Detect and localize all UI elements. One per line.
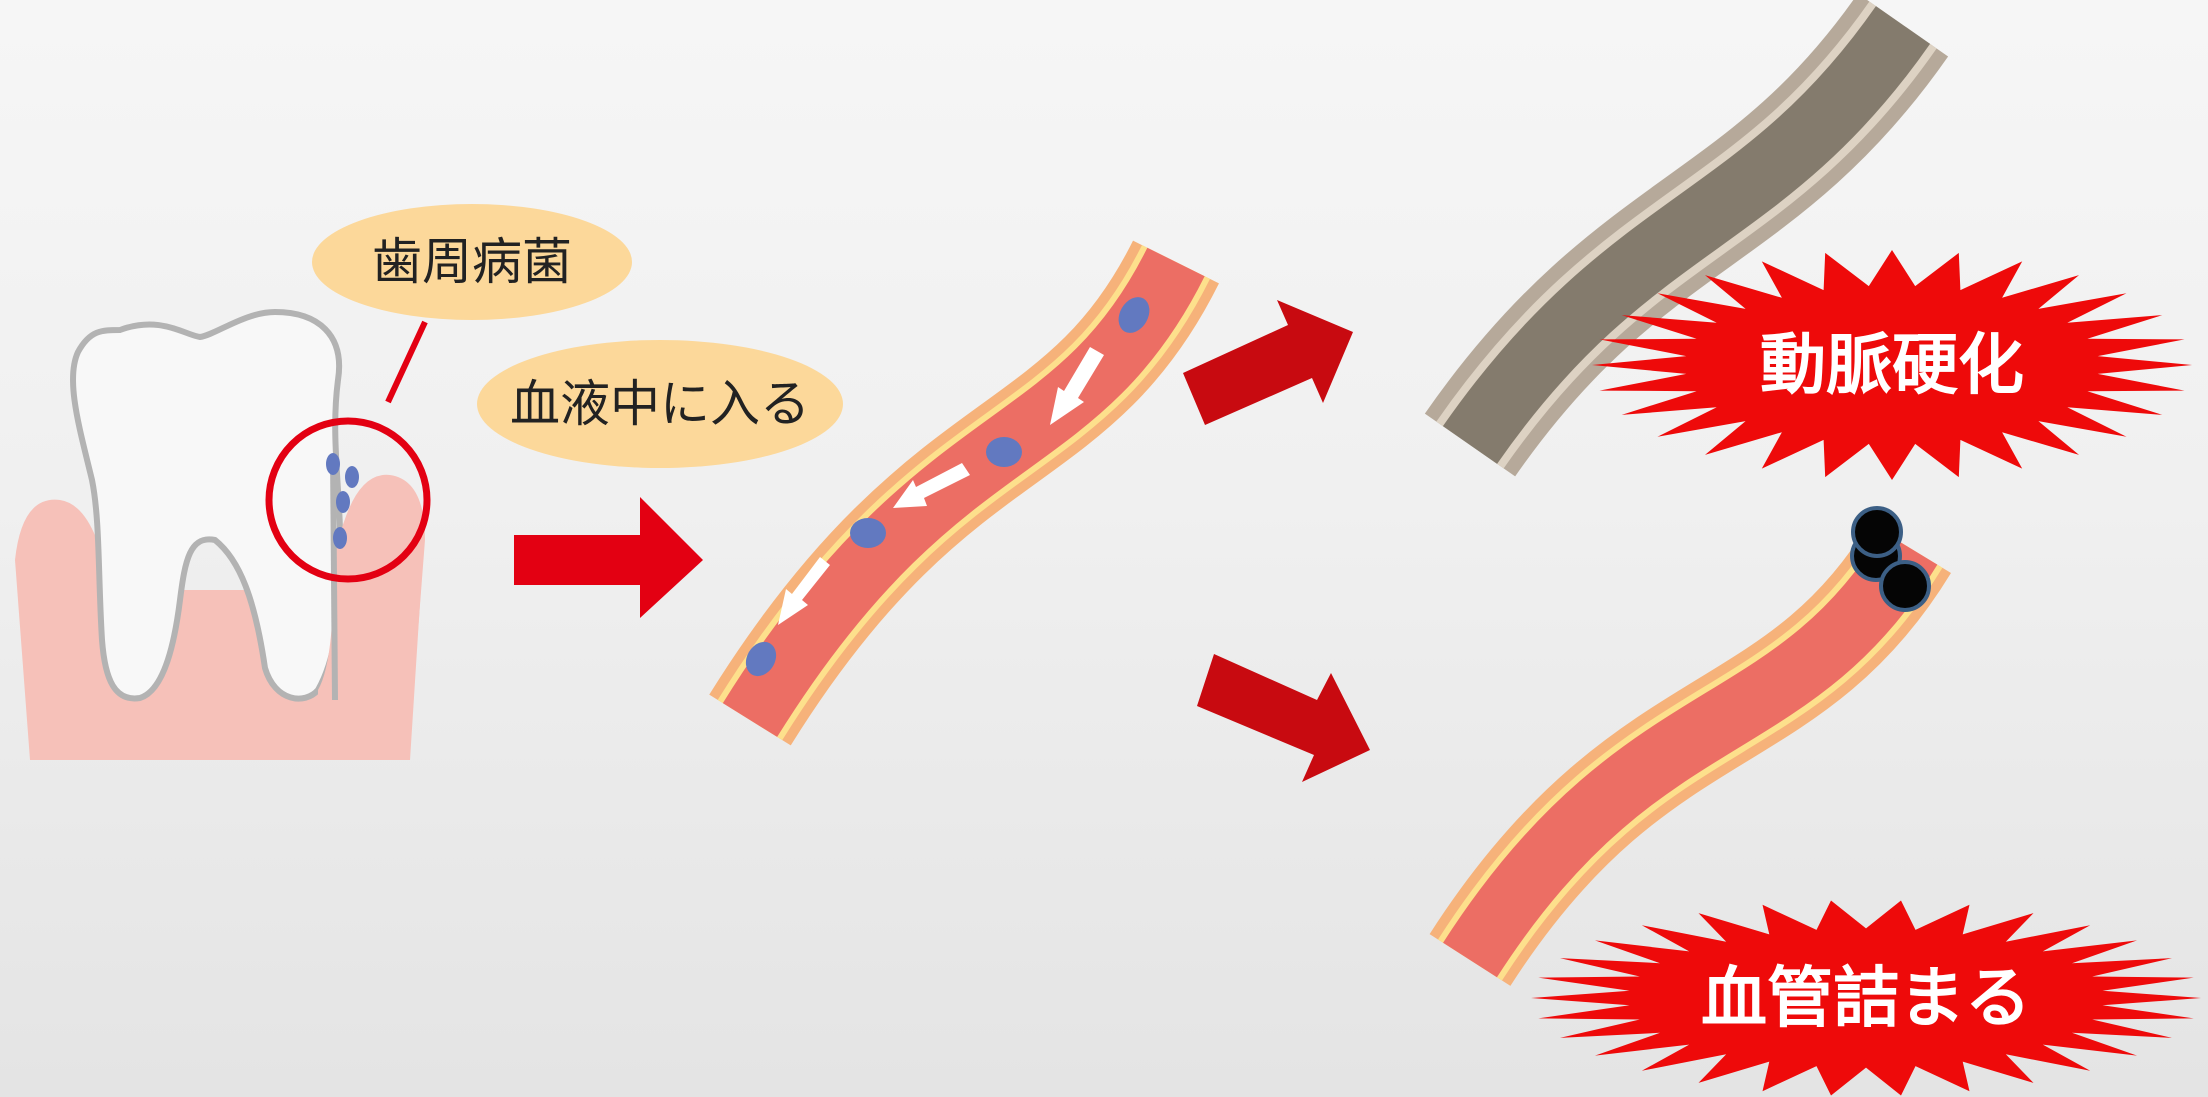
burst-icon [1531,900,2201,1096]
vessel-blockage-label: 血管詰まる [1701,960,2031,1037]
tooth-icon [70,308,344,702]
blood-cells [745,297,1150,677]
burst-icon [1592,250,2192,480]
highlight-circle [265,417,431,583]
bacteria-highlight [265,320,431,583]
flow-arrows [778,347,1104,625]
arrow-icon-to-blockage [1197,654,1370,782]
blood-clot-icon [1850,506,1931,612]
arteriosclerosis-burst: 動脈硬化 [1592,250,2192,480]
arrow-icon-to-vessel [514,497,703,618]
arrow-icon-to-hardening [1183,300,1353,425]
vessel-blockage-burst: 血管詰まる [1531,900,2201,1096]
enter-blood-label-bubble: 血液中に入る [477,340,843,468]
bacteria-label-bubble: 歯周病菌 [312,204,632,320]
arteriosclerosis-label: 動脈硬化 [1760,327,2024,404]
hardened-vessel-icon [1424,0,1949,477]
bacteria-label: 歯周病菌 [372,233,572,291]
tooth-illustration [15,308,425,760]
blocked-vessel-icon [1429,506,1951,986]
gum-front-shape [318,478,425,760]
callout-line [385,320,428,404]
enter-blood-label: 血液中に入る [510,375,810,433]
blood-vessel-icon [709,240,1219,746]
bacteria-dots-icon [326,453,359,549]
